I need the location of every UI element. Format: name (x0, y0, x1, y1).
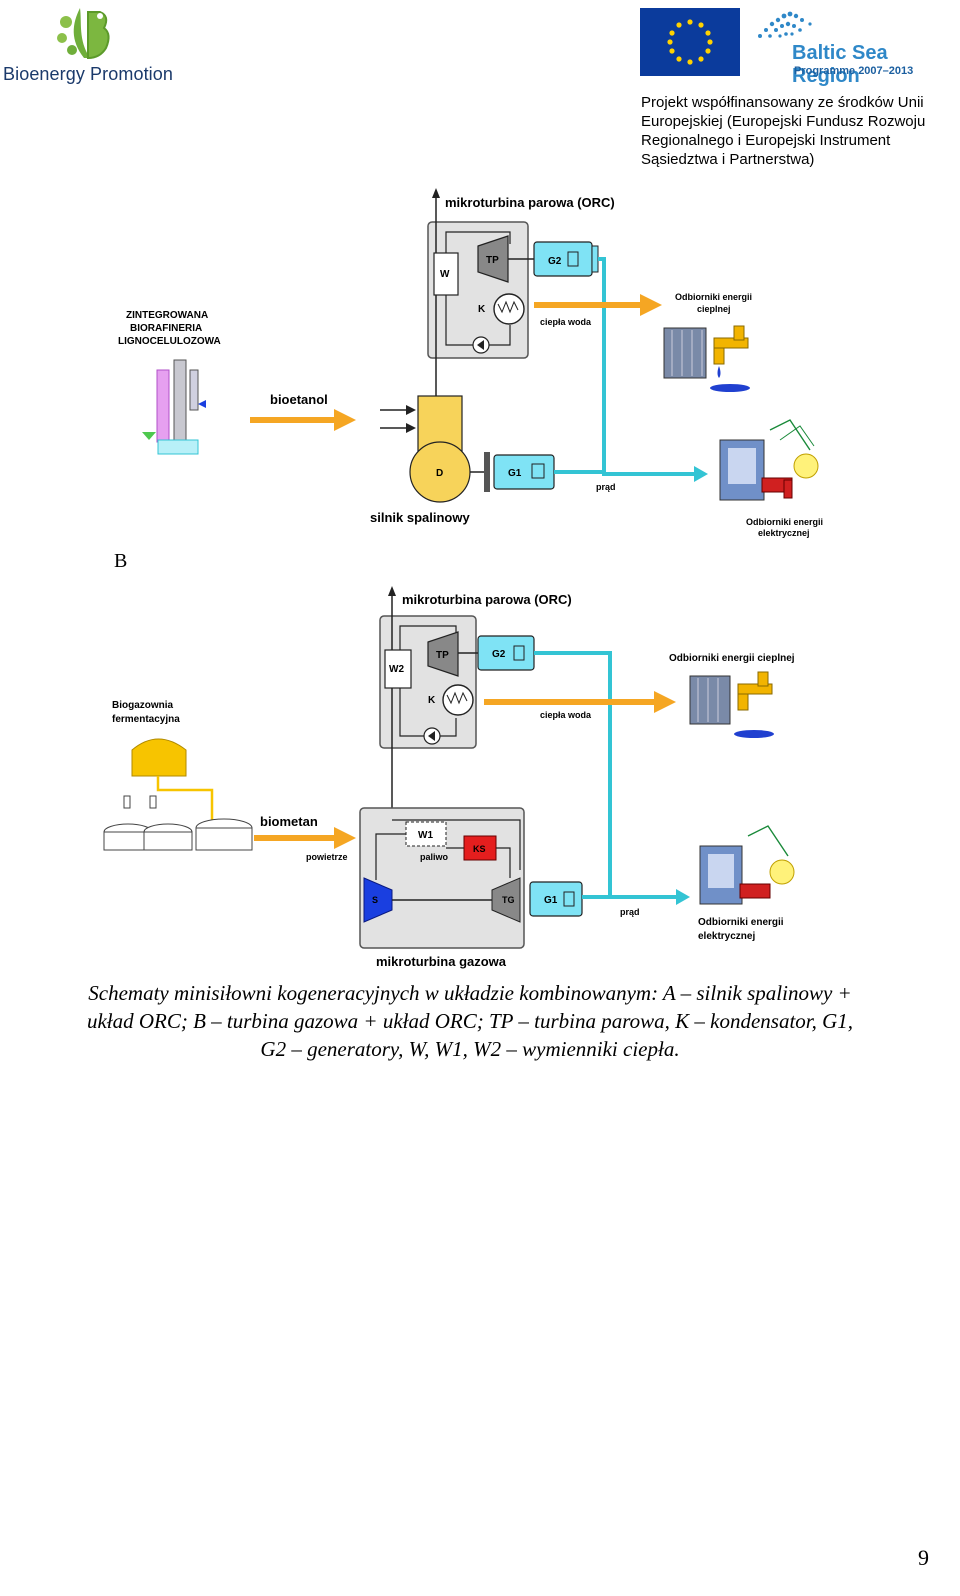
orc-title-b: mikroturbina parowa (ORC) (402, 592, 572, 607)
cofinancing-line: Europejskiej (Europejski Fundusz Rozwoju (641, 113, 926, 130)
radiator-icon (663, 327, 707, 379)
exchanger-w1 (405, 821, 447, 847)
leaf-icon (57, 8, 110, 60)
diagram-b: mikroturbina parowa (ORC) W2 TP K G2 cie… (103, 586, 795, 969)
electrical-appliances-icon (719, 419, 819, 501)
baltic-programme: Programme 2007–2013 (794, 65, 914, 77)
biorefinery-column-icon (142, 359, 206, 455)
dots-wave-icon (758, 11, 812, 38)
eu-stars-icon (667, 19, 713, 65)
cofinancing-line: Projekt współfinansowany ze środków Unii (641, 94, 924, 111)
generator-g2-a (533, 241, 593, 277)
label-tg: TG (502, 895, 515, 905)
turbine-tp (477, 235, 509, 283)
diagram-a: mikroturbina parowa (ORC) W TP K G2 ciep… (118, 188, 823, 538)
biorefinery-line: ZINTEGROWANA (126, 310, 208, 321)
elec-consumers-line: Odbiorniki energii (746, 517, 823, 527)
label-g1-b: G1 (544, 895, 558, 906)
electrical-appliances-icon-b (699, 825, 795, 905)
label-w: W (440, 269, 450, 280)
bioenergy-logo-text: Bioenergy Promotion (3, 64, 173, 84)
cofinancing-note: Projekt współfinansowany ze środków Unii… (641, 93, 951, 169)
biogas-line: Biogazownia (112, 700, 174, 711)
label-g1-a: G1 (508, 468, 522, 479)
label-bioetanol: bioetanol (270, 392, 328, 407)
heat-consumers-b: Odbiorniki energii cieplnej (669, 653, 795, 664)
label-biometan: biometan (260, 814, 318, 829)
biorefinery-line: LIGNOCELULOZOWA (118, 336, 221, 347)
label-ciepla-woda-b: ciepła woda (540, 710, 592, 720)
label-silnik: silnik spalinowy (370, 510, 470, 525)
label-w2: W2 (389, 664, 404, 675)
cofinancing-line: Regionalnego i Europejski Instrument (641, 132, 891, 149)
exchanger-w2 (384, 649, 412, 689)
label-prad-b: prąd (620, 907, 640, 917)
label-g2-a: G2 (548, 256, 562, 267)
figure-caption: Schematy minisiłowni kogeneracyjnych w u… (10, 979, 930, 1063)
generator-g2-b (477, 635, 535, 671)
generator-g1-a (493, 454, 555, 490)
biorefinery-line: BIORAFINERIA (130, 323, 202, 334)
label-paliwo: paliwo (420, 852, 449, 862)
label-s: S (372, 895, 378, 905)
diagram-b-marker: B (114, 550, 128, 572)
label-tp: TP (486, 255, 499, 266)
bioenergy-logo: Bioenergy Promotion (0, 4, 180, 88)
label-k: K (478, 304, 486, 315)
label-w1: W1 (418, 830, 433, 841)
biogas-line: fermentacyjna (112, 714, 180, 725)
label-ks: KS (473, 844, 486, 854)
radiator-icon-b (689, 675, 731, 725)
page-number: 9 (918, 1545, 929, 1570)
heat-consumers-line: cieplnej (697, 304, 731, 314)
elec-consumers-line-b: Odbiorniki energii (698, 917, 784, 928)
label-d: D (436, 468, 443, 479)
turbine-tp-b (427, 631, 459, 677)
label-powietrze: powietrze (306, 852, 348, 862)
orc-title-a: mikroturbina parowa (ORC) (445, 195, 615, 210)
caption-line: Schematy minisiłowni kogeneracyjnych w u… (88, 981, 852, 1005)
caption-line: G2 – generatory, W, W1, W2 – wymienniki … (260, 1037, 680, 1061)
label-tp-b: TP (436, 650, 449, 661)
label-prad-a: prąd (596, 482, 616, 492)
cofinancing-line: Sąsiedztwa i Partnerstwa) (641, 151, 815, 168)
elec-consumers-line: elektrycznej (758, 528, 810, 538)
baltic-sea-region-logo: Baltic Sea Region Programme 2007–2013 (750, 6, 950, 87)
label-k-b: K (428, 695, 436, 706)
biogas-tank-icon (103, 738, 253, 851)
label-gas-turbine: mikroturbina gazowa (376, 954, 507, 969)
faucet-icon-b (734, 671, 774, 738)
caption-line: układ ORC; B – turbina gazowa + układ OR… (86, 1009, 854, 1033)
baltic-title: Baltic Sea Region (792, 42, 888, 87)
label-ciepla-woda-a: ciepła woda (540, 317, 592, 327)
combustor-ks (463, 835, 497, 861)
elec-consumers-line-b: elektrycznej (698, 931, 755, 942)
exchanger-w (433, 252, 459, 296)
eu-flag (640, 8, 740, 76)
turbine-tg (491, 877, 521, 923)
faucet-icon (710, 325, 750, 392)
label-g2-b: G2 (492, 649, 506, 660)
heat-consumers-line: Odbiorniki energii (675, 292, 752, 302)
compressor-s (363, 877, 393, 923)
